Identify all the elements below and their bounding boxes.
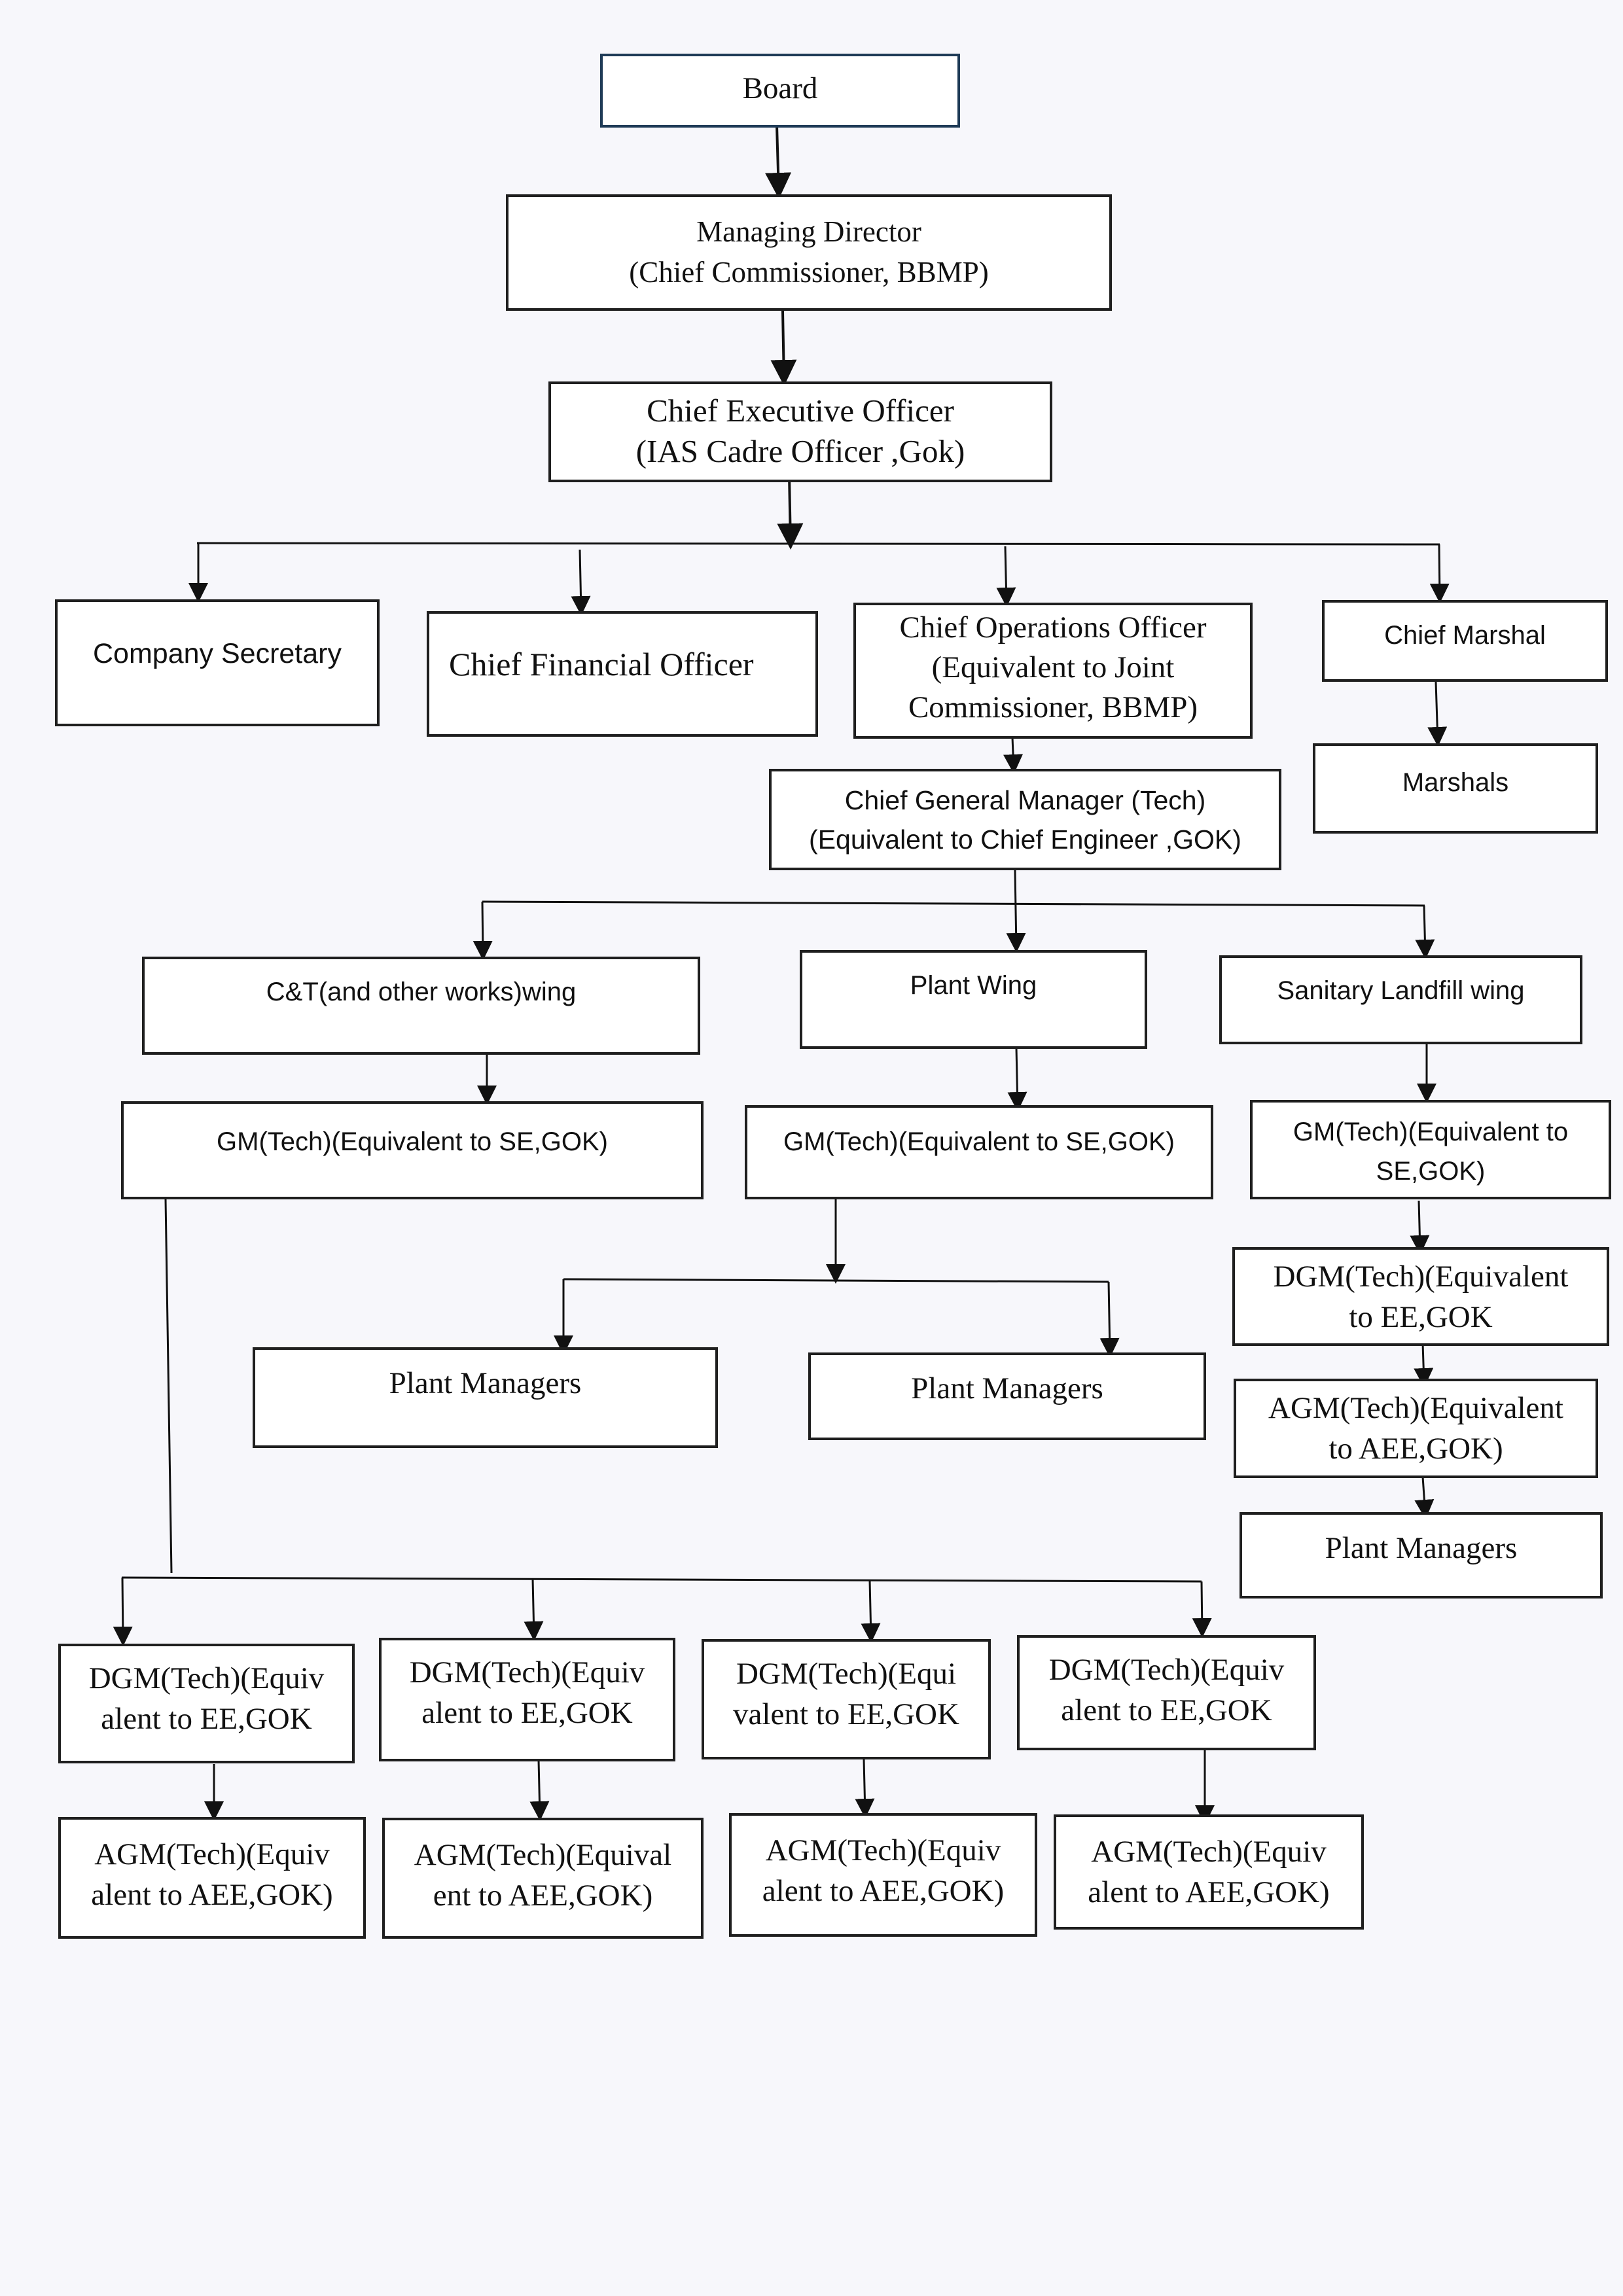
node-text-line: C&T(and other works)wing — [266, 978, 577, 1006]
ct-gm-box: GM(Tech)(Equivalent to SE,GOK) — [121, 1101, 704, 1199]
landfill-dgm-to-agm — [1414, 1343, 1434, 1388]
chief-marshal-to-marshals — [1427, 681, 1448, 747]
chief-marshal-box: Chief Marshal — [1322, 600, 1608, 682]
node-text-line: AGM(Tech)(Equiv — [1091, 1835, 1327, 1869]
plant-managers-bus — [563, 1278, 1109, 1283]
ct-wing-box: C&T(and other works)wing — [142, 957, 700, 1055]
bus-to-ct-dgm-2 — [524, 1578, 544, 1641]
landfill-plant-managers-box: Plant Managers — [1240, 1512, 1603, 1598]
ceo-box: Chief Executive Officer (IAS Cadre Office… — [548, 381, 1052, 482]
landfill-agm-to-plant-managers — [1414, 1476, 1435, 1519]
plant-gm-box: GM(Tech)(Equivalent to SE,GOK) — [745, 1105, 1213, 1199]
node-text-line: Managing Director — [696, 215, 921, 248]
node-text-line: AGM(Tech)(Equiv — [94, 1837, 330, 1871]
node-text-line: ent to AEE,GOK) — [433, 1879, 653, 1913]
managing-director-box: Managing Director (Chief Commissioner, BB… — [506, 194, 1112, 311]
cfo-box: Chief Financial Officer — [427, 611, 818, 737]
node-text-line: Chief Operations Officer — [899, 610, 1207, 645]
landfill-gm-box: GM(Tech)(Equivalent to SE,GOK) — [1250, 1100, 1611, 1199]
bus-to-ct-dgm-1 — [113, 1577, 133, 1646]
ct-agm-box-1: AGM(Tech)(Equiv alent to AEE,GOK) — [58, 1817, 366, 1939]
plant-wing-box: Plant Wing — [800, 950, 1147, 1049]
ct-dgm-3-to-agm — [855, 1759, 875, 1818]
node-text-line: Marshals — [1402, 768, 1509, 797]
node-text-line: DGM(Tech)(Equivalent — [1273, 1260, 1569, 1294]
bus-to-landfill-wing — [1415, 905, 1435, 959]
ct-dgm-bus — [121, 1576, 1202, 1583]
node-text-line: alent to EE,GOK — [101, 1702, 312, 1736]
node-text-line: Plant Managers — [911, 1371, 1103, 1405]
ceo-bus — [196, 542, 1440, 546]
md-to-ceo-arrow — [770, 310, 797, 386]
ct-dgm-box-1: DGM(Tech)(Equiv alent to EE,GOK — [58, 1644, 355, 1763]
node-text-line: DGM(Tech)(Equi — [736, 1657, 957, 1691]
node-text-line: Plant Managers — [389, 1366, 582, 1400]
node-text-line: to EE,GOK — [1349, 1300, 1493, 1334]
node-text-line: (IAS Cadre Officer ,Gok) — [635, 433, 965, 469]
node-text-line: AGM(Tech)(Equivalent — [1268, 1391, 1563, 1425]
wings-bus — [482, 900, 1425, 907]
node-text-line: Chief Financial Officer — [449, 646, 754, 682]
node-text-line: to AEE,GOK) — [1329, 1432, 1503, 1466]
ct-dgm-2-to-agm — [529, 1759, 550, 1821]
bus-to-ct-dgm-3 — [861, 1580, 881, 1643]
node-text-line: alent to AEE,GOK) — [762, 1874, 1005, 1908]
node-text-line: Plant Managers — [1325, 1531, 1518, 1565]
marshals-box: Marshals — [1313, 743, 1598, 834]
node-text-line: DGM(Tech)(Equiv — [1048, 1653, 1285, 1687]
landfill-wing-box: Sanitary Landfill wing — [1219, 955, 1582, 1044]
node-text-line: (Equivalent to Joint — [931, 650, 1175, 684]
landfill-agm-box: AGM(Tech)(Equivalent to AEE,GOK) — [1234, 1379, 1598, 1478]
node-text-line: Chief Marshal — [1384, 621, 1546, 650]
coo-box: Chief Operations Officer (Equivalent to J… — [853, 603, 1253, 739]
ct-dgm-box-3: DGM(Tech)(Equi valent to EE,GOK — [702, 1639, 991, 1759]
cgm-box: Chief General Manager (Tech) (Equivalent … — [769, 769, 1281, 870]
node-text-line: alent to EE,GOK — [421, 1696, 633, 1730]
plant-managers-box-1: Plant Managers — [253, 1347, 718, 1448]
node-text-line: DGM(Tech)(Equiv — [88, 1661, 325, 1695]
node-text-line: Plant Wing — [910, 971, 1037, 1000]
company-secretary-box: Company Secretary — [55, 599, 380, 726]
ct-dgm-box-4: DGM(Tech)(Equiv alent to EE,GOK — [1017, 1635, 1316, 1750]
node-text-line: Company Secretary — [93, 638, 342, 669]
node-text-line: DGM(Tech)(Equiv — [409, 1655, 645, 1689]
node-text-line: GM(Tech)(Equivalent to SE,GOK) — [217, 1127, 608, 1156]
node-text-line: Commissioner, BBMP) — [908, 690, 1198, 724]
node-text-line: (Equivalent to Chief Engineer ,GOK) — [809, 824, 1241, 855]
node-text-line: Chief Executive Officer — [647, 393, 954, 429]
node-text-line: alent to AEE,GOK) — [91, 1878, 333, 1912]
landfill-gm-to-dgm — [1410, 1200, 1430, 1255]
bus-to-chief-marshal — [1429, 544, 1450, 603]
node-text-line: (Chief Commissioner, BBMP) — [629, 256, 989, 289]
bus-to-plant-managers-2 — [1099, 1281, 1120, 1358]
node-text-line: GM(Tech)(Equivalent to SE,GOK) — [783, 1127, 1175, 1156]
node-text-line: Board — [742, 71, 818, 105]
node-text-line: SE,GOK) — [1376, 1157, 1486, 1186]
node-text-line: AGM(Tech)(Equival — [414, 1838, 672, 1872]
cgm-to-plant-wing — [1006, 870, 1026, 953]
ct-gm-down-line — [164, 1199, 173, 1574]
ct-agm-box-4: AGM(Tech)(Equiv alent to AEE,GOK) — [1054, 1814, 1364, 1930]
node-text-line: Chief General Manager (Tech) — [844, 785, 1206, 815]
node-text-line: alent to EE,GOK — [1061, 1693, 1272, 1727]
ct-agm-box-3: AGM(Tech)(Equiv alent to AEE,GOK) — [729, 1813, 1037, 1937]
bus-to-cfo — [571, 549, 591, 616]
coo-to-cgm — [1003, 737, 1024, 774]
node-text-line: AGM(Tech)(Equiv — [765, 1833, 1001, 1867]
plant-wing-to-gm — [1007, 1047, 1027, 1112]
board-to-md-arrow — [765, 125, 792, 199]
plant-managers-box-2: Plant Managers — [808, 1352, 1206, 1440]
node-text-line: alent to AEE,GOK) — [1088, 1875, 1330, 1909]
landfill-dgm-box: DGM(Tech)(Equivalent to EE,GOK — [1232, 1247, 1609, 1346]
board-box: Board — [600, 54, 960, 128]
ct-dgm-box-2: DGM(Tech)(Equiv alent to EE,GOK — [379, 1638, 675, 1761]
ct-agm-box-2: AGM(Tech)(Equival ent to AEE,GOK) — [382, 1818, 704, 1939]
node-text-line: Sanitary Landfill wing — [1277, 976, 1525, 1005]
node-text-line: GM(Tech)(Equivalent to — [1293, 1118, 1569, 1146]
bus-to-coo — [996, 546, 1016, 607]
ceo-to-bus-arrow — [777, 474, 804, 550]
node-text-line: valent to EE,GOK — [733, 1697, 959, 1731]
bus-to-ct-wing — [473, 901, 493, 961]
